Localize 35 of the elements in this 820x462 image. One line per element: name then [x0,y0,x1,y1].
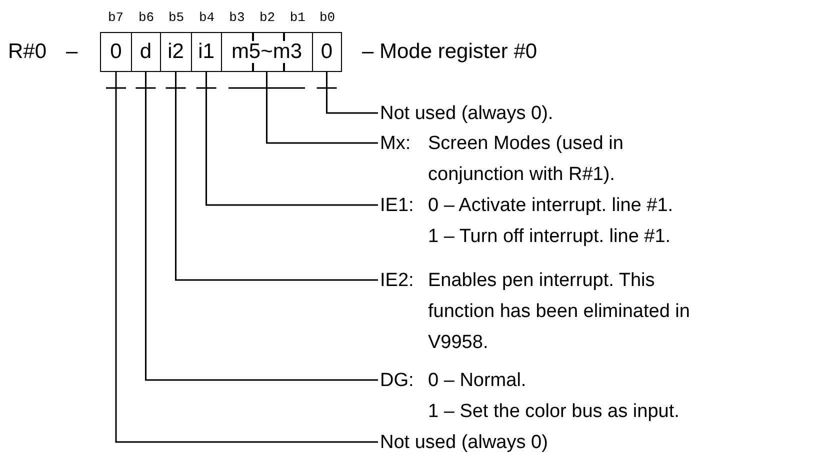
description-text: Not used (always 0). [380,103,554,124]
register-description: – Mode register #0 [362,40,538,64]
bit-cell: 0 [312,32,342,72]
bit-cell: m5~m3 [220,32,313,72]
bit-number: b6 [138,10,154,25]
description-text: Enables pen interrupt. This function has been eliminated in V9958. [428,269,691,355]
bit-cell: i2 [160,32,192,72]
field-name: Mx: [380,132,411,156]
description-text: 0 – Activate interrupt. line #1. [428,194,674,218]
field-name: IE1: [380,194,414,218]
description-text: 1 – Set the color bus as input. [428,400,680,424]
description-text: 0 – Normal. [428,369,528,393]
leader-line [196,71,379,206]
leader-line [228,71,379,144]
leader-line [316,71,379,114]
bit-number: b7 [108,10,124,25]
bit-cell: d [130,32,161,72]
leader-line [165,71,379,281]
bit-cell: 0 [100,32,132,72]
description-text: 1 – Turn off interrupt. line #1. [428,225,672,249]
description-text: Not used (always 0) [380,432,548,453]
bit-number: b1 [290,10,306,25]
bit-number: b2 [260,10,276,25]
dash: – [66,40,78,64]
bit-number: b4 [199,10,215,25]
bit-number: b5 [168,10,184,25]
bit-number: b0 [320,10,336,25]
bit-cell: i1 [190,32,222,72]
bit-number: b3 [229,10,245,25]
leader-line [105,71,379,443]
description-text: Screen Modes (used in conjunction with R#1). [428,132,624,187]
field-name: IE2: [380,269,414,293]
leader-line [135,71,379,381]
field-name: DG: [380,369,414,393]
register-name: R#0 [8,40,47,64]
